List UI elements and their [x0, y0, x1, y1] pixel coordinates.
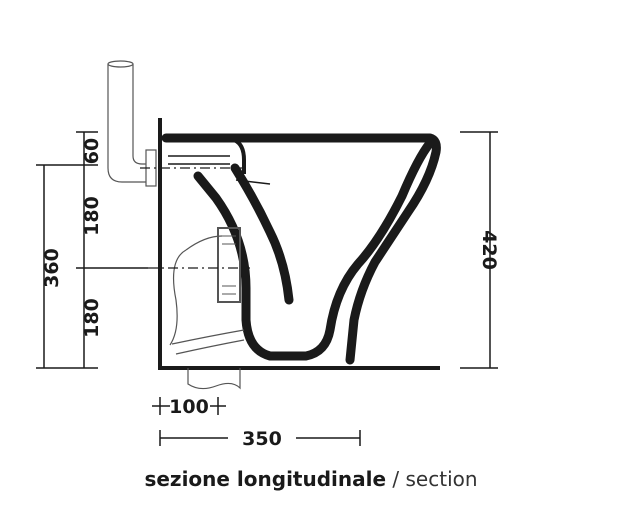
drawing-caption: sezione longitudinale / section: [0, 467, 622, 491]
wall-floor: [158, 118, 440, 370]
caption-secondary: section: [405, 467, 478, 491]
dim-60-label: 60: [81, 138, 103, 164]
right-dimension: [460, 131, 498, 369]
dim-420-label: 420: [478, 230, 500, 270]
left-dimensions: [36, 131, 148, 369]
dim-360-label: 360: [41, 248, 63, 288]
inlet-pipe: [107, 60, 157, 187]
dim-180-upper-label: 180: [81, 196, 103, 236]
bottom-dimensions: [152, 397, 361, 446]
center-lines: [140, 167, 250, 269]
caption-main: sezione longitudinale: [144, 467, 387, 491]
dim-100-label: 100: [169, 396, 209, 418]
floor-drain-fitting: [169, 227, 245, 390]
dim-350-label: 350: [242, 428, 282, 450]
bowl-outline: [161, 133, 441, 365]
rim-inlet: [168, 135, 430, 185]
caption-separator: /: [386, 467, 406, 491]
dim-180-lower-label: 180: [81, 298, 103, 338]
